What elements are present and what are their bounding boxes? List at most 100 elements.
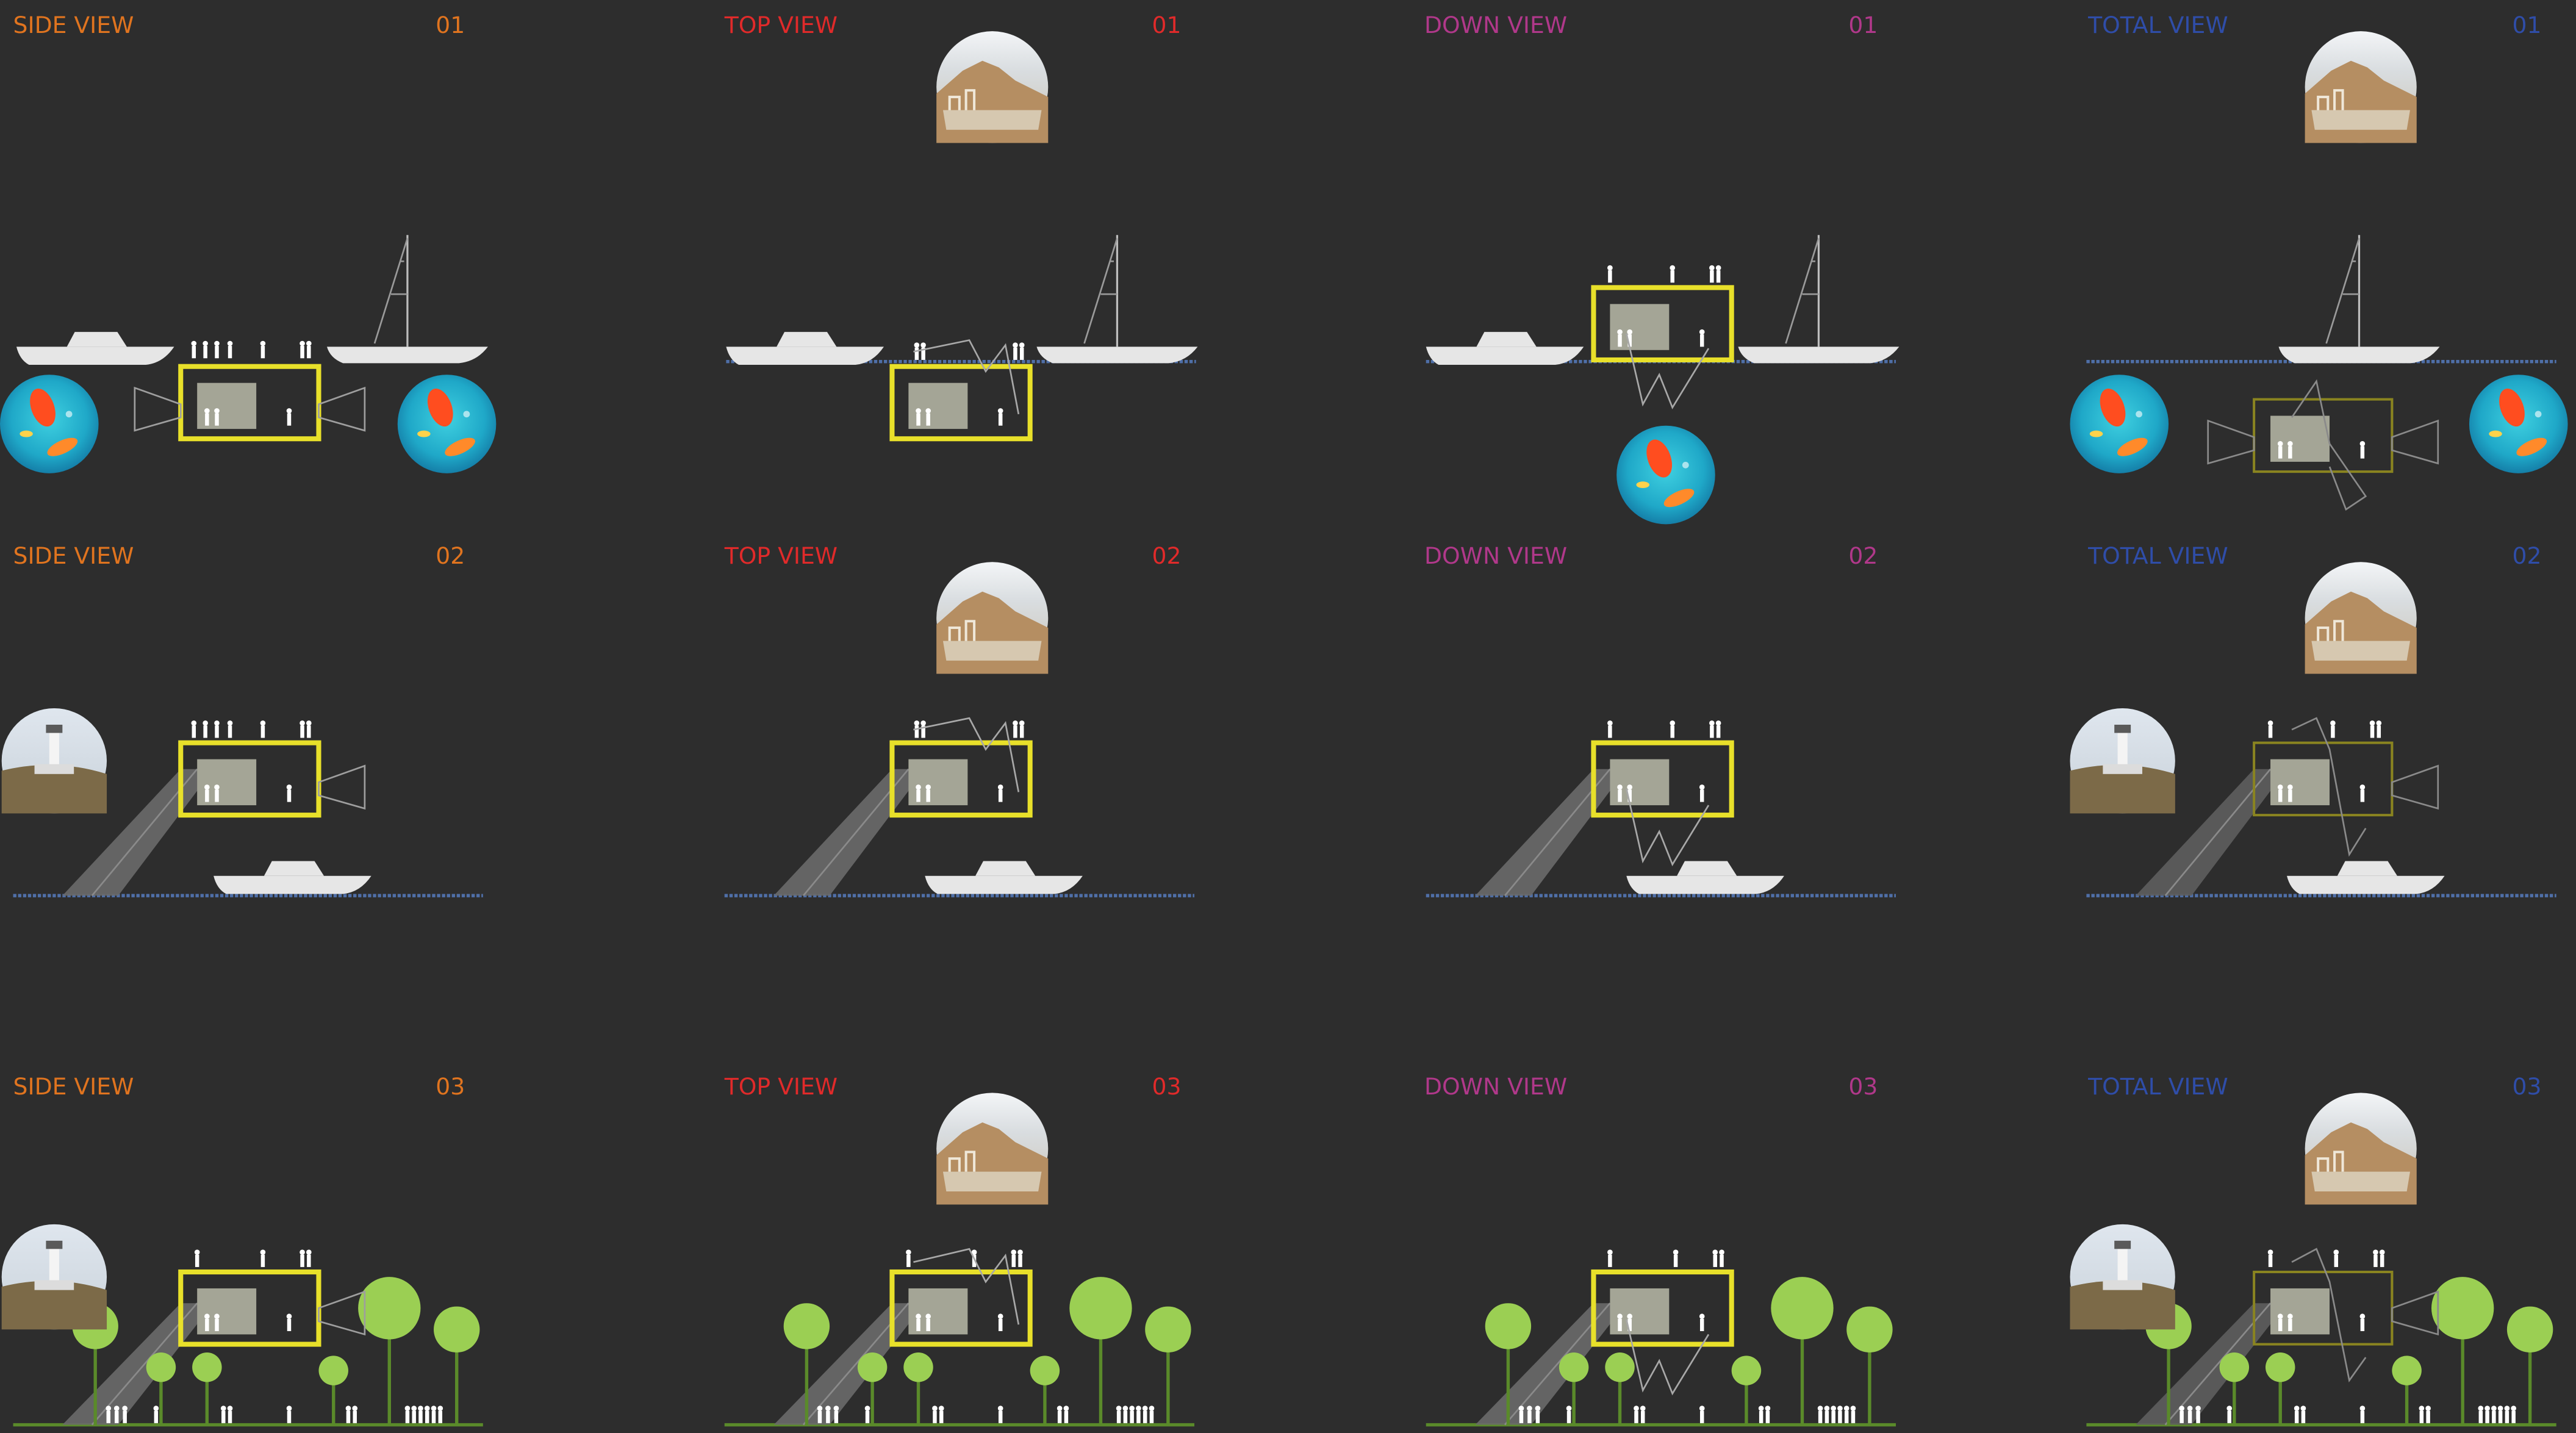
person-head bbox=[2498, 1406, 2503, 1411]
person-silhouette bbox=[352, 1406, 357, 1423]
person-silhouette bbox=[2195, 1406, 2201, 1423]
person-body bbox=[2269, 725, 2272, 738]
person-body bbox=[300, 346, 304, 358]
person-body bbox=[1851, 1411, 1855, 1423]
person-silhouette bbox=[2498, 1406, 2503, 1423]
person-silhouette bbox=[916, 785, 921, 802]
boat-cabin bbox=[777, 332, 836, 347]
tree-canopy bbox=[2220, 1352, 2249, 1382]
people-group bbox=[2360, 1406, 2366, 1423]
panel-number-top-01: 01 bbox=[1152, 12, 1181, 38]
person-silhouette bbox=[1673, 1249, 1679, 1267]
person-head bbox=[2226, 1406, 2232, 1411]
person-head bbox=[2287, 441, 2293, 447]
person-silhouette bbox=[346, 1406, 351, 1423]
person-body bbox=[915, 348, 919, 360]
person-body bbox=[432, 1411, 436, 1423]
people-group bbox=[2268, 1249, 2273, 1267]
person-head bbox=[154, 1406, 159, 1411]
person-head bbox=[2268, 720, 2273, 726]
person-silhouette bbox=[1064, 1406, 1069, 1423]
lighthouse-lamp bbox=[46, 1241, 62, 1249]
person-head bbox=[203, 341, 208, 347]
tree-canopy bbox=[2266, 1352, 2295, 1382]
person-head bbox=[2478, 1406, 2483, 1411]
tree-canopy bbox=[434, 1307, 479, 1352]
person-silhouette bbox=[2268, 1249, 2273, 1267]
person-silhouette bbox=[1607, 1249, 1613, 1267]
person-head bbox=[1844, 1406, 1849, 1411]
person-body bbox=[203, 346, 207, 358]
person-silhouette bbox=[2278, 441, 2283, 459]
person-head bbox=[418, 1406, 423, 1411]
person-silhouette bbox=[228, 1406, 233, 1423]
person-head bbox=[1634, 1406, 1639, 1411]
person-head bbox=[228, 341, 233, 347]
person-head bbox=[1627, 1313, 1632, 1319]
person-silhouette bbox=[431, 1406, 437, 1423]
person-head bbox=[920, 342, 926, 348]
person-head bbox=[2333, 1249, 2339, 1255]
person-head bbox=[1716, 265, 1721, 271]
person-silhouette bbox=[2179, 1406, 2184, 1423]
city-buildings bbox=[943, 1172, 1042, 1191]
person-body bbox=[1013, 348, 1017, 360]
person-silhouette bbox=[1765, 1406, 1771, 1423]
person-head bbox=[287, 785, 292, 790]
person-head bbox=[260, 1249, 266, 1255]
person-silhouette bbox=[1824, 1406, 1830, 1423]
person-head bbox=[431, 1406, 437, 1411]
person-silhouette bbox=[1057, 1406, 1063, 1423]
person-body bbox=[300, 725, 304, 738]
person-body bbox=[228, 725, 232, 738]
person-body bbox=[2361, 789, 2364, 802]
person-silhouette bbox=[1527, 1406, 1532, 1423]
person-body bbox=[307, 346, 310, 358]
person-silhouette bbox=[154, 1406, 159, 1423]
person-body bbox=[2288, 446, 2292, 458]
tree-canopy bbox=[1605, 1352, 1634, 1382]
person-silhouette bbox=[2505, 1406, 2510, 1423]
lighthouse-house bbox=[35, 764, 74, 774]
person-head bbox=[2380, 1249, 2385, 1255]
person-body bbox=[2479, 1411, 2483, 1423]
person-silhouette bbox=[221, 1406, 226, 1423]
person-head bbox=[2287, 785, 2293, 790]
person-silhouette bbox=[817, 1406, 823, 1423]
person-silhouette bbox=[2419, 1406, 2425, 1423]
person-head bbox=[287, 1406, 292, 1411]
person-head bbox=[925, 1313, 931, 1319]
person-silhouette bbox=[2373, 1249, 2378, 1267]
panel-number-down-02: 02 bbox=[1848, 542, 1878, 569]
person-body bbox=[2278, 1319, 2282, 1331]
person-silhouette bbox=[2425, 1406, 2431, 1423]
person-body bbox=[2511, 1411, 2515, 1423]
person-head bbox=[2278, 441, 2283, 447]
person-body bbox=[215, 346, 218, 358]
person-silhouette bbox=[1149, 1406, 1155, 1423]
person-silhouette bbox=[920, 720, 926, 738]
panel-heading-down-02: DOWN VIEW bbox=[1424, 542, 1567, 569]
person-body bbox=[154, 1411, 158, 1423]
person-silhouette bbox=[2268, 720, 2273, 738]
people-group bbox=[865, 1406, 870, 1423]
underwater-fish-photo bbox=[2070, 375, 2169, 473]
person-body bbox=[1020, 725, 1024, 738]
person-body bbox=[215, 413, 218, 425]
person-head bbox=[106, 1406, 111, 1411]
person-silhouette bbox=[260, 341, 266, 359]
tree-canopy bbox=[1485, 1303, 1531, 1349]
person-silhouette bbox=[2360, 785, 2366, 802]
underwater-fish-photo bbox=[398, 375, 497, 473]
person-silhouette bbox=[1136, 1406, 1141, 1423]
person-head bbox=[1149, 1406, 1155, 1411]
people-group bbox=[1607, 265, 1613, 283]
person-silhouette bbox=[1607, 720, 1613, 738]
person-head bbox=[1670, 265, 1675, 271]
person-body bbox=[439, 1411, 442, 1423]
person-head bbox=[191, 341, 196, 347]
person-silhouette bbox=[916, 408, 921, 426]
person-head bbox=[1617, 329, 1623, 335]
lighthouse-tower bbox=[2118, 731, 2128, 767]
